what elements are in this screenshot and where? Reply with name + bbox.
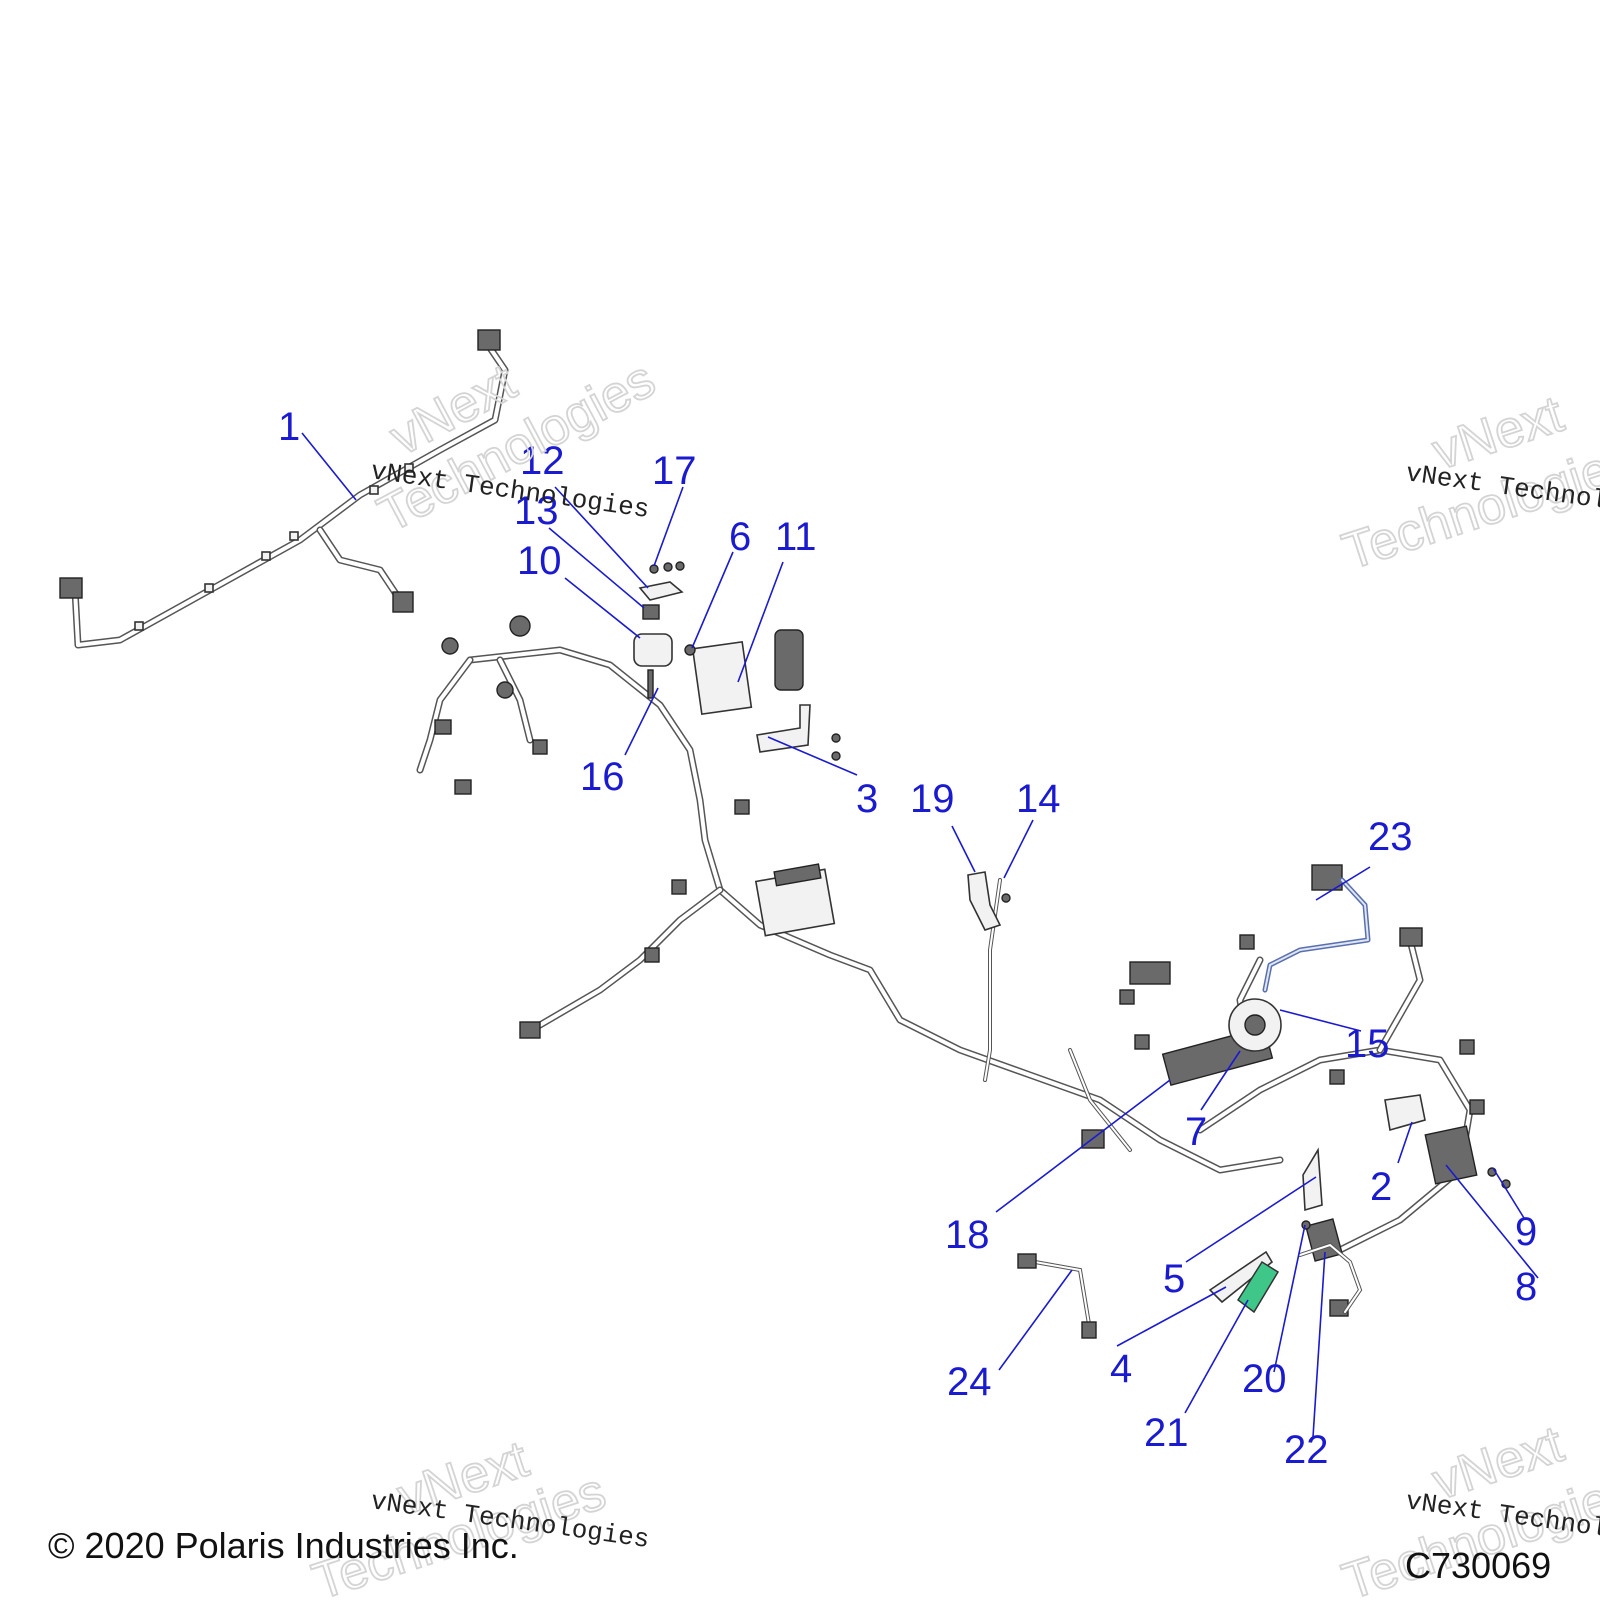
callout-6: 6 bbox=[729, 515, 751, 559]
callout-15: 15 bbox=[1345, 1022, 1390, 1066]
callout-22: 22 bbox=[1284, 1428, 1329, 1472]
callout-7: 7 bbox=[1185, 1110, 1207, 1154]
callout-4: 4 bbox=[1110, 1347, 1132, 1391]
callout-17: 17 bbox=[652, 449, 697, 493]
callout-16: 16 bbox=[580, 755, 625, 799]
callout-21: 21 bbox=[1144, 1411, 1189, 1455]
leader-lines bbox=[301, 432, 1539, 1438]
ecu-group bbox=[633, 561, 841, 761]
callout-13: 13 bbox=[514, 489, 559, 533]
callout-1: 1 bbox=[278, 405, 300, 449]
callout-10: 10 bbox=[517, 539, 562, 583]
callout-18: 18 bbox=[945, 1213, 990, 1257]
callout-9: 9 bbox=[1515, 1210, 1537, 1254]
harness-upper bbox=[59, 329, 509, 649]
callout-3: 3 bbox=[856, 777, 878, 821]
copyright-notice: © 2020 Polaris Industries Inc. bbox=[48, 1525, 519, 1566]
callout-5: 5 bbox=[1163, 1257, 1185, 1301]
callout-19: 19 bbox=[910, 777, 955, 821]
callout-numbers: 1 2 3 4 5 6 7 8 9 10 11 12 13 14 15 16 1… bbox=[278, 405, 1537, 1472]
callout-12: 12 bbox=[520, 439, 565, 483]
callout-2: 2 bbox=[1370, 1165, 1392, 1209]
callout-11: 11 bbox=[775, 515, 817, 559]
callout-8: 8 bbox=[1515, 1265, 1537, 1309]
callout-14: 14 bbox=[1016, 777, 1061, 821]
callout-24: 24 bbox=[947, 1360, 992, 1404]
callout-23: 23 bbox=[1368, 815, 1413, 859]
callout-20: 20 bbox=[1242, 1357, 1287, 1401]
fuse-box-group bbox=[967, 864, 1511, 1339]
diagram-code: C730069 bbox=[1405, 1545, 1551, 1586]
harness-main bbox=[416, 615, 1485, 1317]
